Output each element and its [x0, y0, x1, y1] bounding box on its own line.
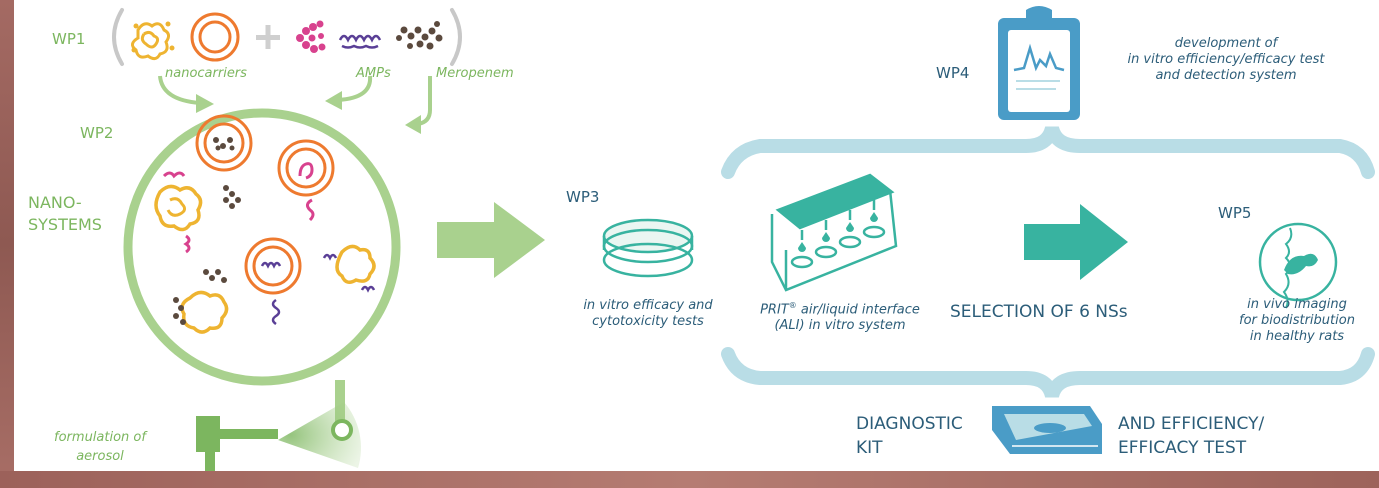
- liposome-meropenem-icon: [195, 114, 253, 172]
- ali-exposure-device-icon: [770, 173, 898, 292]
- workflow-diagram: [112, 6, 1375, 471]
- petri-dish-icon: [602, 218, 694, 278]
- selection-arrow: [1024, 204, 1128, 280]
- amp-strand-icon: [305, 198, 315, 222]
- wp4-caption: development of in vitro efficiency/effic…: [1127, 36, 1325, 83]
- arrow-amps: [337, 75, 373, 102]
- efficiency-test-label: AND EFFICIENCY/ EFFICACY TEST: [1118, 414, 1265, 458]
- wp3-label: WP3: [566, 188, 600, 206]
- meropenem-cluster-icon: [203, 185, 241, 283]
- spray-cone: [278, 402, 361, 468]
- coil-strand-icon: [271, 298, 281, 326]
- top-brace: [721, 125, 1375, 179]
- nebulizer-icon: [196, 416, 278, 471]
- liposome-coil-icon: [244, 237, 302, 295]
- circle-handle: [335, 380, 345, 422]
- wp5-caption: in vivo imaging for biodistribution in h…: [1239, 297, 1355, 344]
- meropenem-molecule-icon: [396, 21, 443, 50]
- bottom-frame-border: [0, 471, 1379, 488]
- liposome-amp-icon: [277, 139, 335, 197]
- plus-sign: [256, 25, 280, 49]
- nanocarriers-label: nanocarriers: [165, 66, 247, 81]
- nanocarrier-meropenem-complex-icon: [173, 290, 229, 334]
- wp3-caption: in vitro efficacy and cytotoxicity tests: [583, 298, 713, 329]
- wp1-label: WP1: [52, 30, 86, 48]
- close-parenthesis: [450, 8, 462, 66]
- amp-peptide-icon: [296, 20, 326, 53]
- nozzle-ring-icon: [331, 419, 353, 441]
- bottom-brace: [721, 347, 1375, 399]
- ali-droplets: [798, 212, 878, 252]
- nanocarrier-cluster-icon: [131, 21, 175, 61]
- open-parenthesis: [112, 8, 124, 66]
- rat-imaging-icon: [1258, 222, 1338, 309]
- arrow-nanocarriers: [158, 75, 201, 105]
- clipboard-chart-icon: [998, 6, 1080, 120]
- big-arrow-to-wp3: [437, 202, 545, 278]
- left-frame-border: [0, 0, 14, 488]
- amp-coil-icon: [338, 34, 382, 49]
- wp2-label: WP2: [80, 124, 114, 142]
- diagnostic-kit-label: DIAGNOSTIC KIT: [856, 414, 963, 458]
- formulation-label: formulation of aerosol: [54, 430, 146, 464]
- meropenem-label: Meropenem: [436, 66, 514, 81]
- wp4-label: WP4: [936, 64, 970, 82]
- nanocarrier-amp-complex-icon: [154, 171, 203, 254]
- selection-label: SELECTION OF 6 NSs: [950, 302, 1128, 322]
- prit-caption: PRIT® air/liquid interface (ALI) in vitr…: [760, 301, 920, 334]
- liposome-icon: [190, 12, 240, 62]
- nano-systems-label: NANO- SYSTEMS: [28, 193, 102, 234]
- amps-label: AMPs: [356, 66, 391, 81]
- diagnostic-kit-icon: [992, 406, 1102, 454]
- wp5-label: WP5: [1218, 204, 1252, 222]
- nanocarrier-coil-complex-icon: [322, 244, 376, 293]
